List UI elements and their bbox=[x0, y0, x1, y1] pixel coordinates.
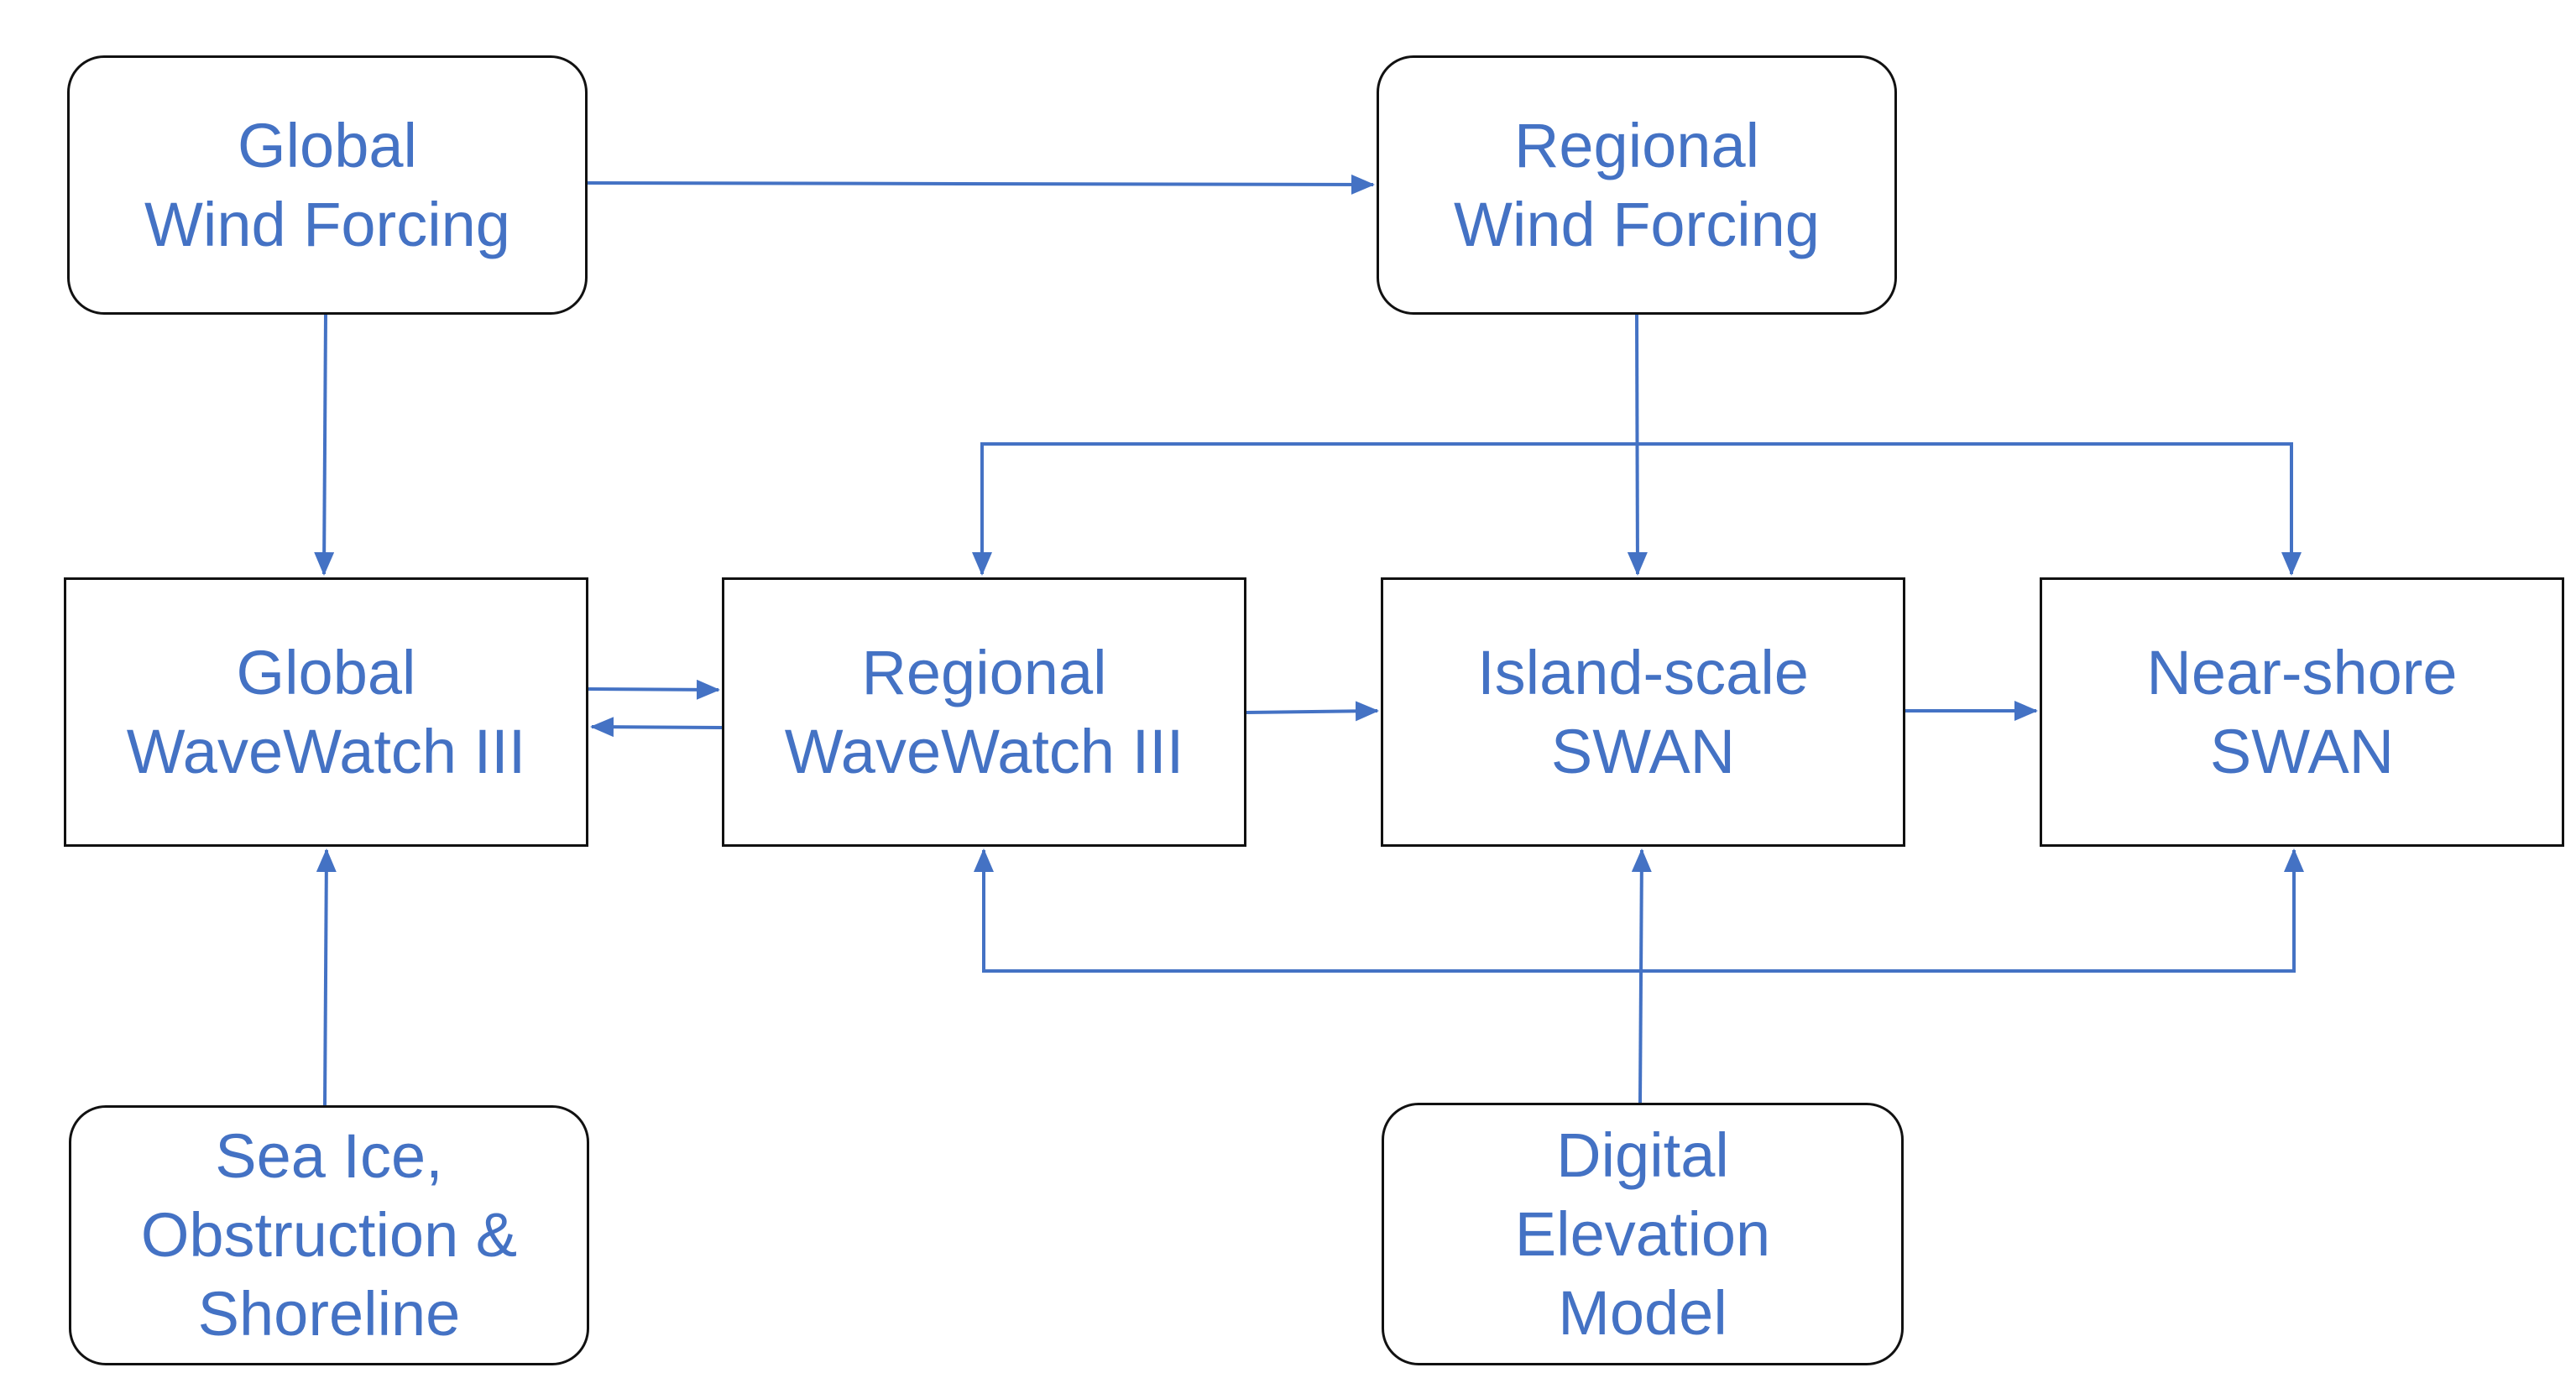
node-label-line: Obstruction & bbox=[140, 1200, 518, 1270]
node-label-line: WaveWatch III bbox=[784, 716, 1184, 786]
node-label-line: Island-scale bbox=[1477, 637, 1809, 707]
arrow-global-ww3-to-regional-ww3 bbox=[588, 679, 720, 700]
arrow-global-wind-to-regional-wind bbox=[587, 174, 1375, 195]
node-label-line: Shoreline bbox=[197, 1279, 461, 1349]
dem-distribution-bus-right bbox=[1640, 848, 2304, 973]
island-scale-swan-node: Island-scale SWAN bbox=[1381, 577, 1905, 847]
regional-wavewatch-node: Regional WaveWatch III bbox=[722, 577, 1246, 847]
node-label-line: WaveWatch III bbox=[126, 716, 526, 786]
node-label-line: SWAN bbox=[2209, 716, 2395, 786]
node-label-line: Global bbox=[236, 637, 416, 707]
arrow-sea-ice-to-global-ww3 bbox=[316, 848, 337, 1106]
arrow-regional-ww3-to-island-swan bbox=[1246, 701, 1379, 722]
dem-distribution-bus-left bbox=[974, 848, 1640, 973]
node-label-line: Near-shore bbox=[2146, 637, 2458, 707]
node-label-line: Global bbox=[238, 110, 417, 180]
digital-elevation-model-node: Digital Elevation Model bbox=[1382, 1103, 1904, 1365]
regional-wind-forcing-node: Regional Wind Forcing bbox=[1377, 55, 1897, 315]
arrow-dem-to-island-swan bbox=[1631, 848, 1652, 1104]
node-label-line: Model bbox=[1558, 1277, 1727, 1348]
node-label-line: Wind Forcing bbox=[144, 189, 510, 259]
sea-ice-obstruction-shoreline-node: Sea Ice, Obstruction & Shoreline bbox=[69, 1105, 589, 1365]
node-label-line: Regional bbox=[861, 637, 1107, 707]
arrow-regional-ww3-to-global-ww3 bbox=[590, 717, 723, 738]
node-label-line: Wind Forcing bbox=[1454, 189, 1820, 259]
node-label-line: SWAN bbox=[1550, 716, 1736, 786]
node-label-line: Regional bbox=[1513, 110, 1760, 180]
node-label-line: Sea Ice, bbox=[215, 1121, 443, 1191]
arrow-global-wind-to-global-ww3 bbox=[314, 314, 335, 576]
global-wind-forcing-node: Global Wind Forcing bbox=[67, 55, 588, 315]
node-label-line: Elevation bbox=[1514, 1198, 1771, 1269]
node-label-line: Digital bbox=[1556, 1120, 1729, 1190]
global-wavewatch-node: Global WaveWatch III bbox=[64, 577, 588, 847]
near-shore-swan-node: Near-shore SWAN bbox=[2040, 577, 2564, 847]
